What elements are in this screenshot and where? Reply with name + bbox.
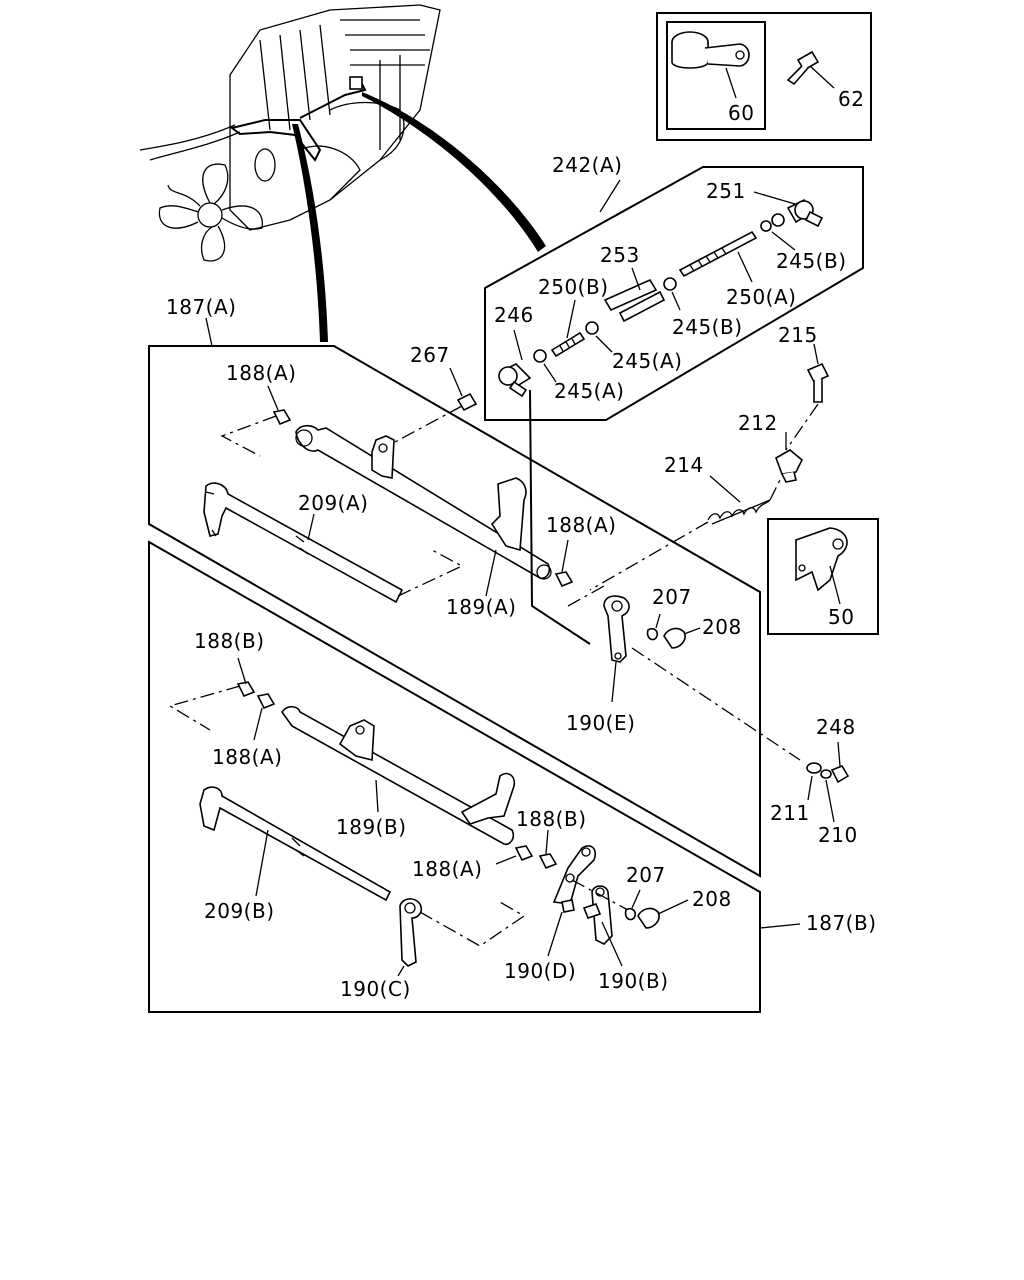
label-253: 253 bbox=[600, 243, 640, 267]
label-188b-left: 188(B) bbox=[194, 629, 265, 653]
label-209b: 209(B) bbox=[204, 899, 275, 923]
label-245a-lower: 245(A) bbox=[554, 379, 624, 403]
label-188a-mid: 188(A) bbox=[546, 513, 616, 537]
label-245b-top: 245(B) bbox=[776, 249, 847, 273]
label-248: 248 bbox=[816, 715, 856, 739]
indicator-arrow-left bbox=[292, 124, 328, 342]
spring-assembly bbox=[589, 343, 830, 591]
label-190d: 190(D) bbox=[504, 959, 576, 983]
label-209a: 209(A) bbox=[298, 491, 368, 515]
label-187b: 187(B) bbox=[806, 911, 877, 935]
label-190c: 190(C) bbox=[340, 977, 411, 1001]
label-50: 50 bbox=[828, 605, 854, 629]
label-62: 62 bbox=[838, 87, 864, 111]
panel-187b bbox=[148, 540, 801, 1013]
label-189b: 189(B) bbox=[336, 815, 407, 839]
label-188a-right: 188(A) bbox=[412, 857, 482, 881]
assembly-box-242a bbox=[484, 166, 864, 421]
label-245a-upper: 245(A) bbox=[612, 349, 682, 373]
label-188a-top: 188(A) bbox=[226, 361, 296, 385]
label-190e: 190(E) bbox=[566, 711, 635, 735]
panel-187a bbox=[148, 317, 801, 878]
label-187a: 187(A) bbox=[166, 295, 236, 319]
label-208-upper: 208 bbox=[702, 615, 742, 639]
label-245b-mid: 245(B) bbox=[672, 315, 743, 339]
label-210: 210 bbox=[818, 823, 858, 847]
label-211: 211 bbox=[770, 801, 810, 825]
label-251: 251 bbox=[706, 179, 746, 203]
label-246: 246 bbox=[494, 303, 534, 327]
label-207-lower: 207 bbox=[626, 863, 666, 887]
inset-box-60-62 bbox=[656, 12, 872, 141]
label-214: 214 bbox=[664, 453, 704, 477]
label-250a: 250(A) bbox=[726, 285, 796, 309]
clamp-60-icon bbox=[671, 31, 750, 69]
indicator-arrow-right bbox=[362, 92, 546, 252]
label-189a: 189(A) bbox=[446, 595, 516, 619]
label-188a-left: 188(A) bbox=[212, 745, 282, 769]
label-215: 215 bbox=[778, 323, 818, 347]
engine-illustration bbox=[139, 4, 441, 262]
label-212: 212 bbox=[738, 411, 778, 435]
bolt-62-icon bbox=[786, 50, 820, 86]
label-208-lower: 208 bbox=[692, 887, 732, 911]
label-60: 60 bbox=[728, 101, 754, 125]
label-242a: 242(A) bbox=[552, 153, 622, 177]
label-190b: 190(B) bbox=[598, 969, 669, 993]
label-188b-right: 188(B) bbox=[516, 807, 587, 831]
label-267: 267 bbox=[410, 343, 450, 367]
hardware-211-210-248 bbox=[806, 741, 850, 823]
label-207-upper: 207 bbox=[652, 585, 692, 609]
inset-box-50 bbox=[767, 518, 879, 635]
label-250b: 250(B) bbox=[538, 275, 609, 299]
